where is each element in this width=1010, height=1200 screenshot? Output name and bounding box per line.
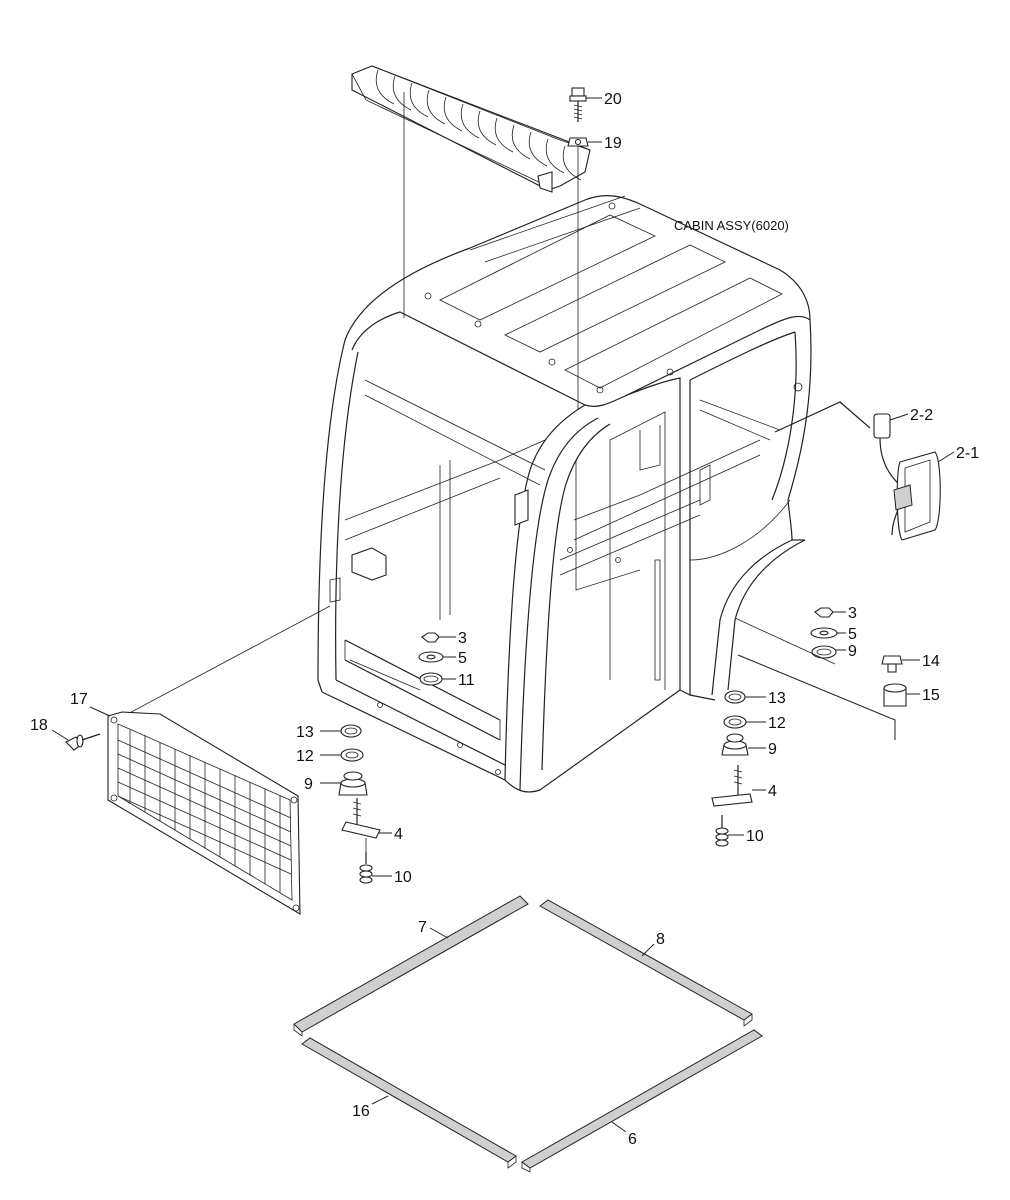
right-mount-nut-3 [814,607,834,618]
callout-17: 17 [70,691,88,708]
callout-8: 8 [656,931,665,948]
callout-labels: 20 19 2-2 2-1 3 5 9 14 15 13 12 9 4 10 3… [30,91,979,1148]
callout-3-left: 3 [458,630,467,647]
callout-15: 15 [922,687,940,704]
callout-13-left: 13 [296,724,314,741]
seal-6 [521,1029,763,1173]
callout-5-right: 5 [848,626,857,643]
right-mount-ring-9 [811,645,837,659]
left-mount-lower-9 [338,771,368,796]
right-mount-stud-4 [711,765,753,807]
callout-16: 16 [352,1103,370,1120]
left-mount-nut-3 [421,632,440,643]
leader-lines [51,97,955,1133]
cabin-body [317,195,812,793]
callout-12-right: 12 [768,715,786,732]
left-mount-lower-13 [340,724,362,738]
left-mount-lower-12 [340,748,364,762]
right-mount-washer-5 [810,627,838,639]
callout-12-left: 12 [296,748,314,765]
right-mount-lower-12 [723,715,747,729]
callout-18: 18 [30,717,48,734]
plate-19 [567,137,589,147]
seal-7 [293,895,529,1037]
callout-9-right-lower: 9 [768,741,777,758]
bolt-18 [65,733,101,751]
callout-7: 7 [418,919,427,936]
callout-9-left: 9 [304,776,313,793]
right-mount-lower-9 [721,733,749,756]
callout-6: 6 [628,1131,637,1148]
callout-4-right: 4 [768,783,777,800]
callout-11: 11 [458,672,475,689]
callout-14: 14 [922,653,940,670]
seal-8 [539,899,753,1027]
roof-guard [351,65,591,193]
bolt-20 [569,87,587,122]
callout-2-2: 2-2 [910,407,933,424]
callout-4-left: 4 [394,826,403,843]
right-mount-bush-15 [883,683,907,707]
rear-guard-17 [107,711,301,915]
right-mount-bolt-14 [881,655,903,673]
left-mount-stud-4 [341,798,381,839]
callout-5-left: 5 [458,650,467,667]
callout-13-right: 13 [768,690,786,707]
left-mount-washer-5 [418,651,444,663]
mirror-assembly [774,401,941,541]
right-mount-bolt-10 [715,815,729,847]
callout-9-right-upper: 9 [848,643,857,660]
callout-20: 20 [604,91,622,108]
callout-10-left: 10 [394,869,412,886]
callout-2-1: 2-1 [956,445,979,462]
right-mount-lower-13 [724,690,746,704]
callout-10-right: 10 [746,828,764,845]
callout-19: 19 [604,135,622,152]
left-mount-bolt-10 [359,838,373,884]
seal-16 [301,1037,517,1169]
callout-3-right: 3 [848,605,857,622]
left-mount-ring-11 [419,672,443,686]
assembly-title: CABIN ASSY(6020) [674,218,789,233]
